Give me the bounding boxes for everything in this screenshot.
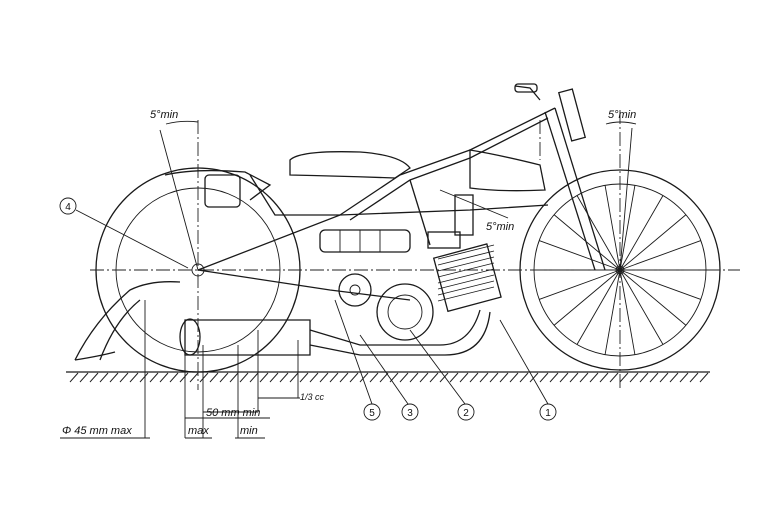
length-min-label: min (240, 425, 258, 437)
callout-leaders (75, 209, 549, 405)
ground (66, 371, 710, 383)
rear-angle-label: 5°min (150, 109, 178, 121)
front-angle-label: 5°min (608, 109, 636, 121)
svg-text:1: 1 (545, 408, 551, 419)
shock-absorber (319, 229, 411, 253)
callout-1: 1 (539, 403, 557, 421)
callout-2: 2 (457, 403, 475, 421)
callout-4: 4 (59, 197, 77, 215)
center-lines (90, 110, 740, 390)
cc-label: 1/3 cc (300, 392, 325, 402)
length-50-label: 50 mm min (206, 407, 260, 419)
callout-5: 5 (363, 403, 381, 421)
svg-text:5: 5 (369, 408, 375, 419)
engine (338, 194, 502, 341)
front-wheel (519, 169, 721, 371)
svg-text:2: 2 (463, 408, 469, 419)
length-max-label: max (188, 425, 209, 437)
diameter-label: Φ 45 mm max (62, 425, 132, 437)
seat-and-tank (164, 149, 546, 208)
dimension-lines (60, 300, 300, 439)
rake-angle-lines (159, 120, 637, 271)
svg-text:3: 3 (407, 408, 413, 419)
svg-text:4: 4 (65, 202, 71, 213)
head-angle-label: 5°min (486, 221, 514, 233)
frame (197, 83, 606, 301)
rear-mudguard (74, 281, 181, 361)
exhaust (179, 309, 491, 356)
callout-3: 3 (401, 403, 419, 421)
